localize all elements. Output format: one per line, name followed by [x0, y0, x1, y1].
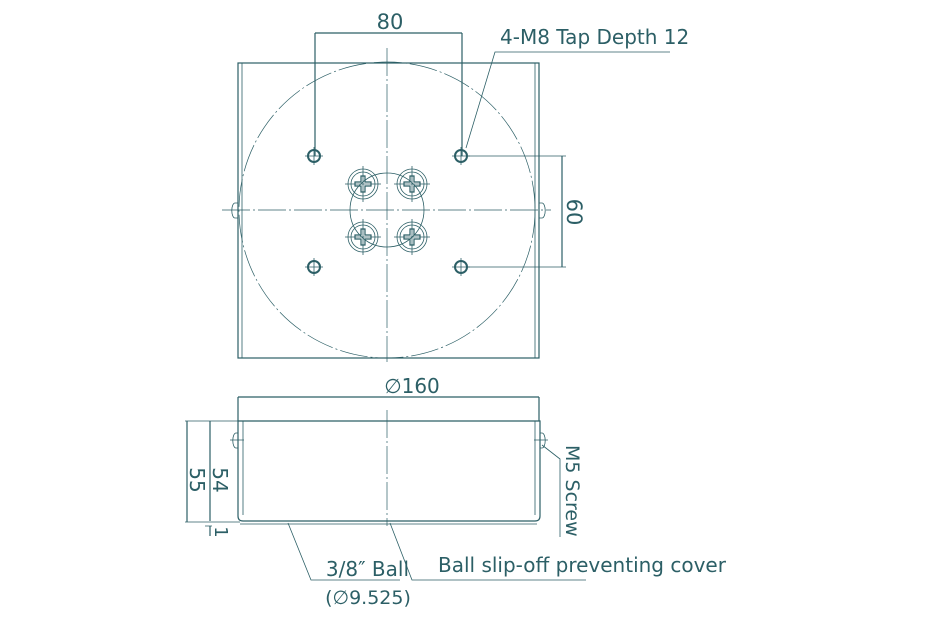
dim-1-label: 1: [210, 526, 231, 537]
cover-note: Ball slip-off preventing cover: [438, 553, 727, 577]
dim-80-label: 80: [377, 10, 404, 34]
dim-80-lines: [314, 32, 463, 156]
top-view: 80 60 4-M8 Tap Depth 12: [222, 10, 689, 362]
screw-note: M5 Screw: [561, 445, 583, 537]
side-tabs: [231, 202, 546, 219]
side-view: ∅160 55 54 1 M5 Screw 3/8″ Ball (∅9.525)…: [185, 374, 727, 609]
side-view-body: [237, 420, 541, 522]
ball-cover-line: [240, 421, 537, 525]
dim-160-lines: [237, 396, 540, 421]
tap-note-leader: [465, 51, 670, 149]
ball-note: 3/8″ Ball: [326, 557, 409, 581]
dim-55-label: 55: [185, 467, 209, 492]
phillips-screw-icons: [345, 166, 430, 255]
dim-54-label: 54: [208, 467, 232, 492]
center-circle: [349, 172, 425, 248]
height-extension-lines: [185, 420, 240, 527]
cover-leader: [389, 522, 586, 581]
height-dimension-lines: [186, 421, 211, 536]
tap-note: 4-M8 Tap Depth 12: [500, 25, 689, 49]
dim-60-extension: [467, 155, 566, 268]
screw-leader: [541, 444, 561, 537]
side-screws: [230, 432, 548, 449]
ball-leader: [287, 522, 400, 581]
tap-holes: [305, 147, 470, 276]
dim-160-label: ∅160: [384, 374, 440, 398]
ball-diameter-note: (∅9.525): [325, 587, 411, 609]
dim-60-label: 60: [562, 199, 586, 226]
